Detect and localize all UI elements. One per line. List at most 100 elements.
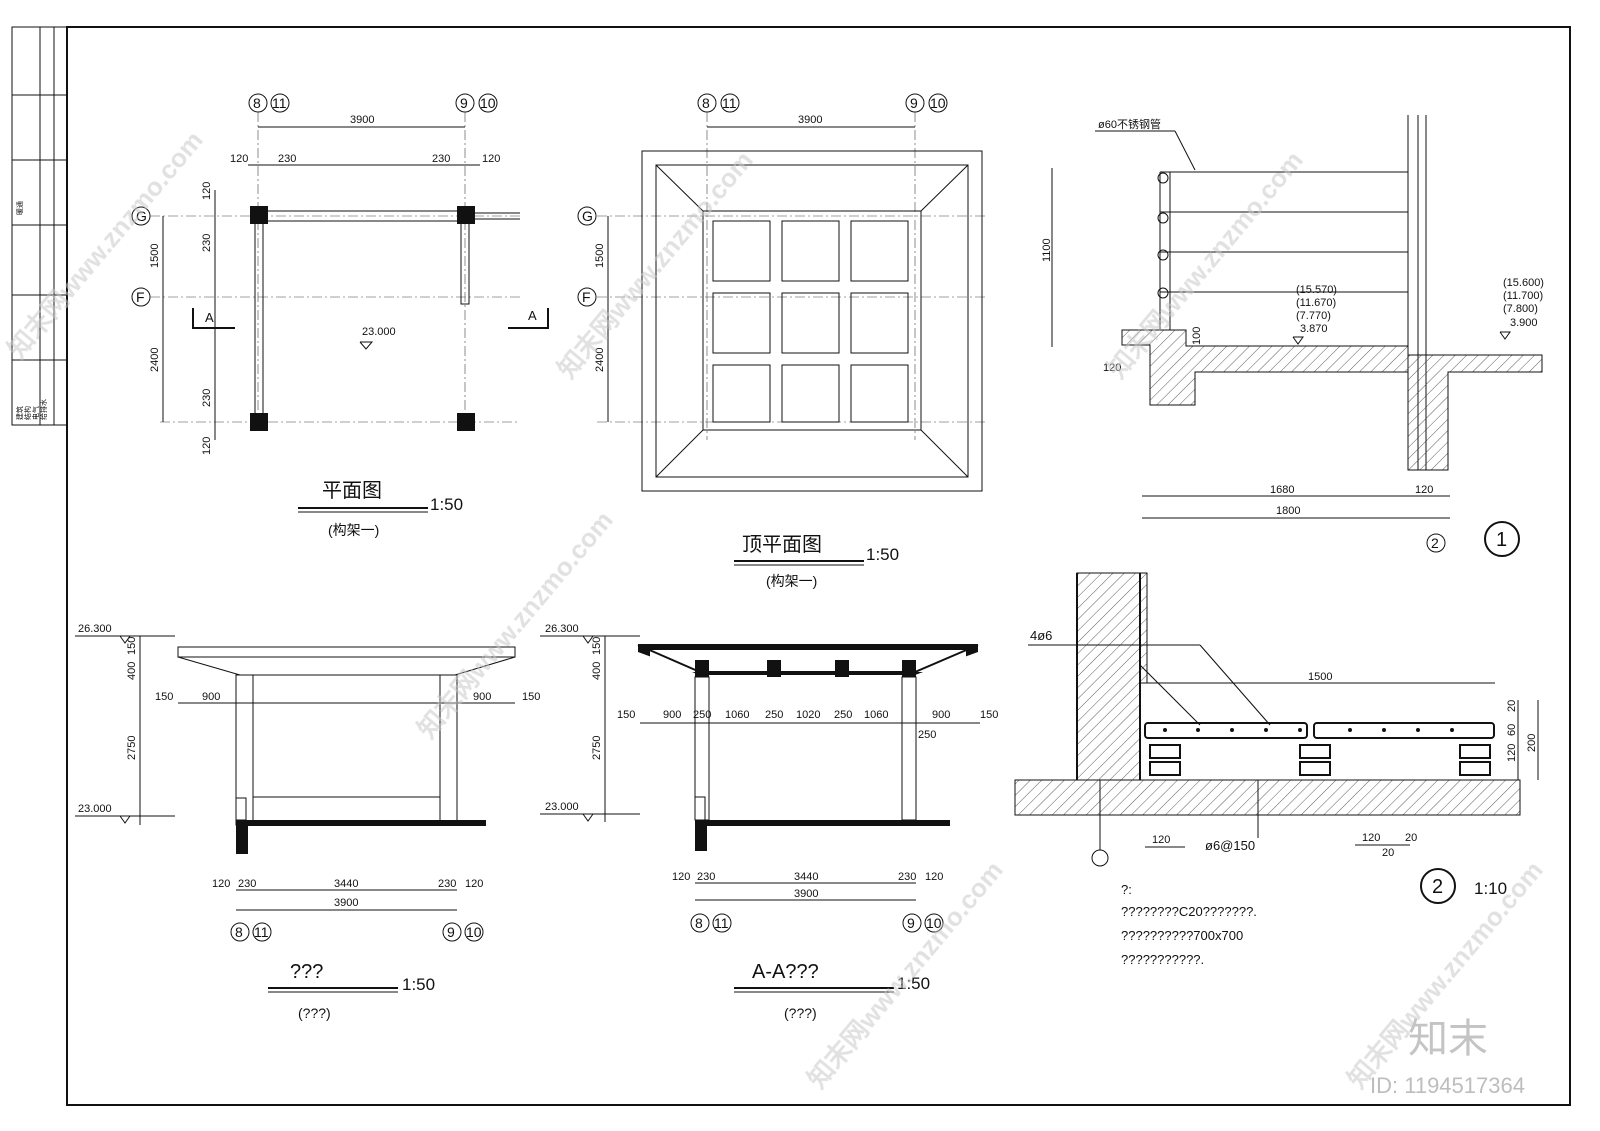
sect-subtitle: (???): [784, 1005, 817, 1021]
elevation-view: 26.300 23.000 150 400 2750 150 900 900 1…: [75, 623, 540, 1021]
sect-dim-2750: 2750: [591, 736, 603, 760]
elev-overhang-150a: 150: [155, 691, 173, 703]
plan-grid-11: 11: [272, 95, 287, 111]
elev-dim-400: 400: [126, 662, 138, 680]
detail1-dim-1100: 1100: [1041, 238, 1053, 262]
sect-bottom-230a: 230: [697, 871, 715, 883]
sect-title: A-A???: [752, 961, 819, 983]
watermark-tile: 知末网www.znzmo.com: [552, 145, 759, 384]
title-block-top: 暖通: [15, 201, 24, 215]
plan-view: 8 11 9 10 3900 120 230 230 120 G F 120 2…: [131, 93, 549, 538]
plan-grid-G: G: [136, 208, 147, 224]
detail2-rebar: 4ø6: [1030, 628, 1052, 643]
elev-grid-11: 11: [254, 924, 269, 940]
roof-grid-8: 8: [702, 95, 710, 111]
plan-column: [457, 413, 475, 431]
detail1-level-r2: (11.700): [1503, 290, 1543, 302]
sect-beam-150b: 150: [980, 709, 998, 721]
detail1-pipe-note: ø60不锈钢管: [1098, 117, 1161, 131]
title-block-item-2: 结构: [23, 406, 32, 420]
sect-beam-250d: 250: [918, 729, 936, 741]
detail2-rebar2: ø6@150: [1205, 838, 1255, 853]
detail1-dim-1680: 1680: [1270, 484, 1294, 496]
roof-grid-9: 9: [910, 95, 918, 111]
sect-grid-10: 10: [926, 915, 942, 931]
sect-beam: [835, 660, 849, 677]
watermark-tile: 知末网www.znzmo.com: [802, 855, 1009, 1094]
elev-overhang-900a: 900: [202, 691, 220, 703]
elev-title: ???: [290, 961, 323, 983]
roof-grid-F: F: [582, 289, 591, 305]
elev-bottom-230a: 230: [238, 878, 256, 890]
sect-grid-9: 9: [907, 915, 915, 931]
watermark-id: ID: 1194517364: [1370, 1073, 1525, 1098]
plan-grid-F: F: [136, 289, 145, 305]
roof-title: 顶平面图: [742, 534, 822, 556]
detail1-level-r3: (7.800): [1503, 303, 1538, 315]
sheet-border: [66, 26, 1571, 1106]
plan-dim-230b: 230: [432, 153, 450, 165]
elev-grid-8: 8: [235, 924, 243, 940]
detail1-mark: 1: [1496, 529, 1507, 551]
detail1-dim-1800: 1800: [1276, 505, 1300, 517]
elev-bottom-3900: 3900: [334, 897, 358, 909]
plan-scale: 1:50: [430, 495, 463, 514]
plan-dim-left-120b: 120: [201, 437, 213, 455]
sect-beam-1020: 1020: [796, 709, 820, 721]
roof-grid-10: 10: [930, 95, 946, 111]
elev-overhang-900b: 900: [473, 691, 491, 703]
plan-dim-230a: 230: [278, 153, 296, 165]
detail2-note-2: ??????????700x700: [1121, 928, 1243, 943]
elev-level-top: 26.300: [78, 623, 112, 635]
roof-grid-G: G: [582, 208, 593, 224]
elev-bottom-120b: 120: [465, 878, 483, 890]
plan-column: [250, 413, 268, 431]
detail2-dim-200: 200: [1526, 734, 1538, 752]
sect-beam-900b: 900: [932, 709, 950, 721]
detail1-ref-circle: 2: [1431, 535, 1439, 551]
sect-beam: [695, 660, 709, 677]
plan-grid-10: 10: [480, 95, 496, 111]
roof-dim-left-1500: 1500: [594, 244, 606, 268]
elev-scale: 1:50: [402, 975, 435, 994]
sect-bottom-230b: 230: [898, 871, 916, 883]
roof-plan-view: 8 11 9 10 3900 G F 1500 2400 顶平面图: [577, 93, 985, 589]
sect-beam: [902, 660, 916, 677]
detail2-note-1: ????????C20???????.: [1121, 904, 1257, 919]
roof-dim-3900: 3900: [798, 114, 822, 126]
detail2-dim-120c: 120: [1362, 832, 1380, 844]
detail1-level-r1: (15.600): [1503, 277, 1544, 289]
detail1-dim-120b: 120: [1415, 484, 1433, 496]
plan-grid-8: 8: [253, 95, 261, 111]
detail2-dim-1500: 1500: [1308, 671, 1332, 683]
detail2-scale: 1:10: [1474, 879, 1507, 898]
sect-scale: 1:50: [897, 974, 930, 993]
sect-beam-1060a: 1060: [725, 709, 749, 721]
sect-beam-250b: 250: [765, 709, 783, 721]
watermark-tile: 知末网www.znzmo.com: [412, 505, 619, 744]
plan-subtitle: (构架一): [328, 522, 379, 538]
title-block-item-1: 建筑: [15, 406, 24, 420]
plan-dim-120b: 120: [482, 153, 500, 165]
sect-grid-11: 11: [714, 915, 729, 931]
elev-bottom-230b: 230: [438, 878, 456, 890]
roof-grid-11: 11: [722, 95, 737, 111]
title-block: 暖通 建筑 结构 电气 给排水: [11, 26, 68, 426]
plan-section-mark-left: A: [205, 310, 214, 325]
detail2-dim-120: 120: [1506, 744, 1518, 762]
title-block-item-3: 电气: [31, 406, 40, 420]
plan-dim-left-230: 230: [201, 234, 213, 252]
sect-beam-1060b: 1060: [864, 709, 888, 721]
plan-dim-120a: 120: [230, 153, 248, 165]
title-block-item-4: 给排水: [39, 399, 48, 420]
plan-dim-left-1500: 1500: [149, 244, 161, 268]
plan-level: 23.000: [362, 326, 396, 338]
detail2-dim-20b: 20: [1382, 847, 1394, 859]
sect-beam-250a: 250: [693, 709, 711, 721]
detail1-dim-100: 100: [1191, 327, 1203, 345]
sect-level-top: 26.300: [545, 623, 579, 635]
elev-bottom-3440: 3440: [334, 878, 358, 890]
plan-dim-3900: 3900: [350, 114, 374, 126]
plan-section-mark-right: A: [528, 308, 537, 323]
